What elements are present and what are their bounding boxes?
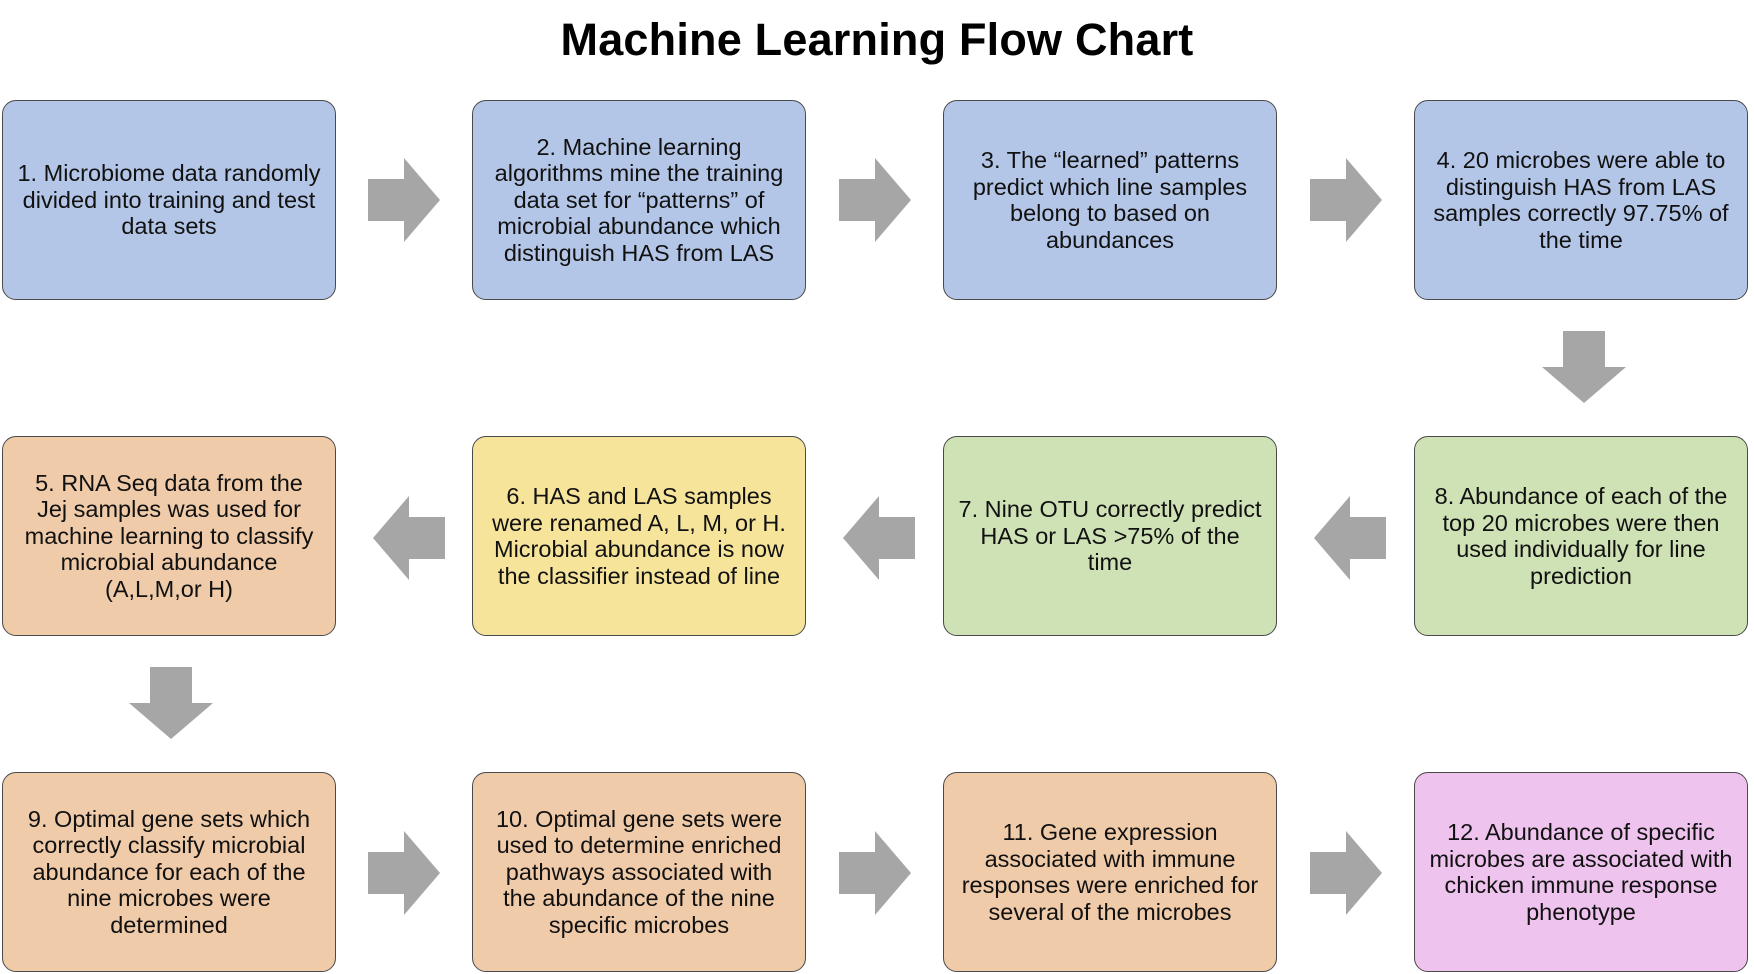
step-4-box: 4. 20 microbes were able to distinguish … xyxy=(1414,100,1748,300)
down-arrow-icon xyxy=(129,667,213,739)
step-3-box: 3. The “learned” patterns predict which … xyxy=(943,100,1277,300)
right-arrow-icon xyxy=(368,831,440,915)
step-6-box: 6. HAS and LAS samples were renamed A, L… xyxy=(472,436,806,636)
step-8-box: 8. Abundance of each of the top 20 micro… xyxy=(1414,436,1748,636)
right-arrow-icon xyxy=(1310,831,1382,915)
step-10-box: 10. Optimal gene sets were used to deter… xyxy=(472,772,806,972)
step-12-box: 12. Abundance of specific microbes are a… xyxy=(1414,772,1748,972)
down-arrow-icon xyxy=(1542,331,1626,403)
step-2-box: 2. Machine learning algorithms mine the … xyxy=(472,100,806,300)
chart-title: Machine Learning Flow Chart xyxy=(560,14,1194,65)
step-1-box: 1. Microbiome data randomly divided into… xyxy=(2,100,336,300)
step-11-box: 11. Gene expression associated with immu… xyxy=(943,772,1277,972)
left-arrow-icon xyxy=(1314,496,1386,580)
step-7-box: 7. Nine OTU correctly predict HAS or LAS… xyxy=(943,436,1277,636)
left-arrow-icon xyxy=(373,496,445,580)
right-arrow-icon xyxy=(1310,158,1382,242)
right-arrow-icon xyxy=(839,158,911,242)
step-5-box: 5. RNA Seq data from the Jej samples was… xyxy=(2,436,336,636)
step-9-box: 9. Optimal gene sets which correctly cla… xyxy=(2,772,336,972)
left-arrow-icon xyxy=(843,496,915,580)
right-arrow-icon xyxy=(368,158,440,242)
right-arrow-icon xyxy=(839,831,911,915)
